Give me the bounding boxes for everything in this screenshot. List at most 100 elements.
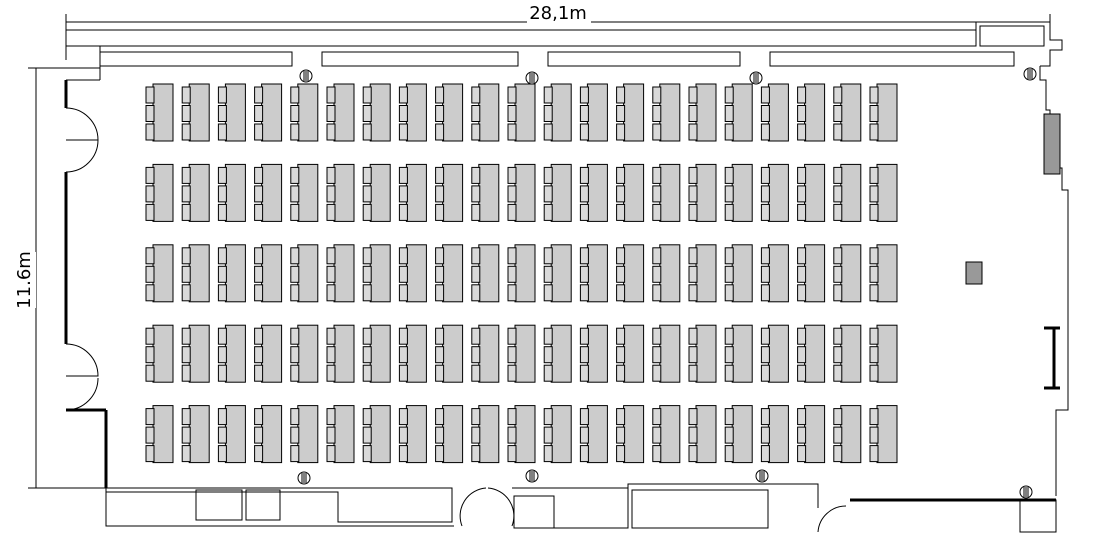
chair [579,123,589,141]
chair [652,426,662,444]
chair [145,445,155,463]
desk [442,405,464,464]
desk-unit [616,405,645,464]
chair [543,247,553,265]
desk [188,163,210,222]
chair [760,185,770,203]
desk [333,83,355,142]
chair [471,408,481,426]
desk-unit [579,83,608,142]
chair [145,346,155,364]
chair [290,123,300,141]
chair [398,346,408,364]
chair [362,203,372,221]
desk-unit [543,405,572,464]
pillars [297,67,1037,499]
chair [145,247,155,265]
chair [181,105,191,122]
desk-unit [181,324,210,383]
chair [724,105,734,122]
chair [797,247,807,265]
chair [398,203,408,221]
desk [840,405,862,464]
chair [290,185,300,203]
desk-unit [688,163,717,222]
desk-unit [471,83,500,142]
chair [869,123,879,141]
chair [833,166,843,184]
chair [507,364,517,382]
chair [362,346,372,364]
desk-unit [145,83,174,142]
chair [181,265,191,283]
chair [181,166,191,184]
pillar-icon [1019,485,1033,499]
desk-unit [507,244,536,303]
chair [362,265,372,283]
chair [797,86,807,104]
chair [688,408,698,426]
desk-unit [833,83,862,142]
chair [652,445,662,463]
chair [869,265,879,283]
desk-unit [652,324,681,383]
desk [550,244,572,303]
desk-unit [435,405,464,464]
chair [616,327,626,345]
desk-unit [435,324,464,383]
chair [290,364,300,382]
chair [688,364,698,382]
chair [579,408,589,426]
chair [760,408,770,426]
chair [254,86,264,104]
desk [188,405,210,464]
chair [760,284,770,302]
chair [579,327,589,345]
podium [965,261,983,285]
chair [507,185,517,203]
chair [362,123,372,141]
desk-unit [290,83,319,142]
desk-unit [760,244,789,303]
desk [623,324,645,383]
chair [254,265,264,283]
chair [290,327,300,345]
desk [695,324,717,383]
desk [514,405,536,464]
desk-unit [326,324,355,383]
desk [297,405,319,464]
chair [760,203,770,221]
desk [876,324,898,383]
pillar-icon [299,69,313,83]
chair [652,327,662,345]
chair [543,408,553,426]
desk [261,163,283,222]
desk-unit [290,163,319,222]
desk-unit [471,405,500,464]
desk [261,324,283,383]
desk [804,163,826,222]
chair [398,105,408,122]
desk-unit [217,244,246,303]
desk-unit [797,244,826,303]
chair [760,327,770,345]
chair [326,408,336,426]
desk-unit [869,405,898,464]
chair [217,327,227,345]
chair [398,86,408,104]
chair [579,426,589,444]
desk [623,83,645,142]
chair [145,408,155,426]
desk [224,405,246,464]
desk-unit [833,244,862,303]
desk [405,83,427,142]
desk-unit [254,244,283,303]
chair [724,284,734,302]
chair [326,86,336,104]
chair [833,408,843,426]
chair [760,265,770,283]
chair [760,364,770,382]
chair [217,445,227,463]
chair [760,123,770,141]
chair [579,445,589,463]
